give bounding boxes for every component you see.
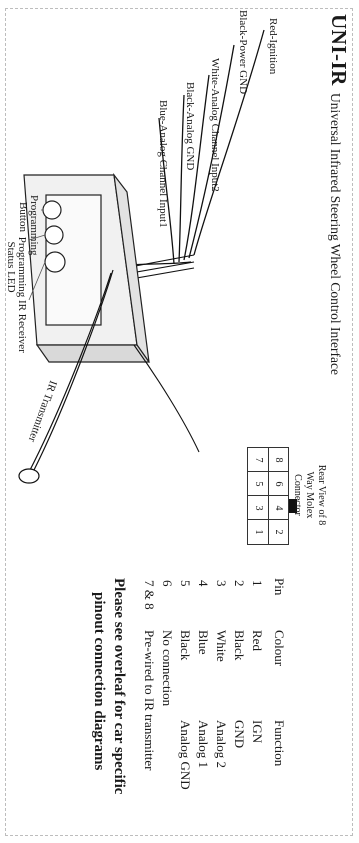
- pin-cell: 8: [267, 447, 289, 473]
- pin-colour: Black: [232, 630, 247, 661]
- pin-function: IGN: [250, 720, 265, 744]
- wire-label-red: Red-Ignition: [267, 18, 279, 75]
- status-led-label: Programming Status LED: [5, 236, 28, 298]
- pin-colour: White: [214, 630, 229, 662]
- pin-function: Analog 2: [214, 720, 229, 769]
- pin-colour: Pre-wired to IR transmitter: [142, 630, 157, 771]
- wire-label-black-analog: Black-Analog GND: [184, 82, 196, 171]
- pin-number: 1: [250, 580, 265, 587]
- pin-function: GND: [232, 720, 247, 749]
- pin-cell: 3: [247, 495, 269, 521]
- wire-red: [193, 29, 265, 256]
- pin-function: Analog GND: [178, 720, 193, 790]
- pin-number: 3: [214, 580, 229, 587]
- wire-label-black-power: Black-Power GND: [237, 10, 249, 95]
- pin-number: 7 & 8: [142, 580, 157, 610]
- pin-number: 2: [232, 580, 247, 587]
- pin-number: 6: [160, 580, 175, 587]
- header-colour: Colour: [272, 630, 287, 667]
- pin-cell: 4: [267, 495, 289, 521]
- programming-button-circle: [42, 200, 62, 220]
- wire-label-white: White-Analog Channel Input2: [209, 58, 221, 192]
- pin-cell: 1: [247, 519, 269, 545]
- wire-black-power: [188, 44, 235, 259]
- pin-cell: 7: [247, 447, 269, 473]
- header-pin: Pin: [272, 578, 287, 596]
- pin-cell: 5: [247, 471, 269, 497]
- status-led-circle: [44, 225, 64, 245]
- footer-note-line2: pinout connection diagrams: [91, 592, 107, 771]
- wire-white: [183, 74, 210, 261]
- header-function: Function: [272, 720, 287, 767]
- pin-function: Analog 1: [196, 720, 211, 769]
- pin-colour: Black: [178, 630, 193, 661]
- ir-receiver-circle: [44, 251, 66, 273]
- ir-receiver-label: IR Receiver: [16, 300, 28, 353]
- ir-transmitter-tip: [18, 468, 40, 484]
- pin-number: 5: [178, 580, 193, 587]
- pin-colour: Blue: [196, 630, 211, 655]
- wire-black-analog: [178, 94, 185, 263]
- wire-label-blue: Blue-Analog Channel Input1: [157, 100, 169, 228]
- pin-colour: No connection: [160, 630, 175, 707]
- pin-colour: Red: [250, 630, 265, 651]
- pin-cell: 6: [267, 471, 289, 497]
- footer-note-line1: Please see overleaf for car specific: [111, 578, 127, 795]
- connector-caption: Rear View of 8 Way Molex Connector: [292, 464, 327, 526]
- pin-cell: 2: [267, 519, 289, 545]
- interface-box: [23, 172, 151, 363]
- pin-number: 4: [196, 580, 211, 587]
- wire-blue: [158, 117, 175, 265]
